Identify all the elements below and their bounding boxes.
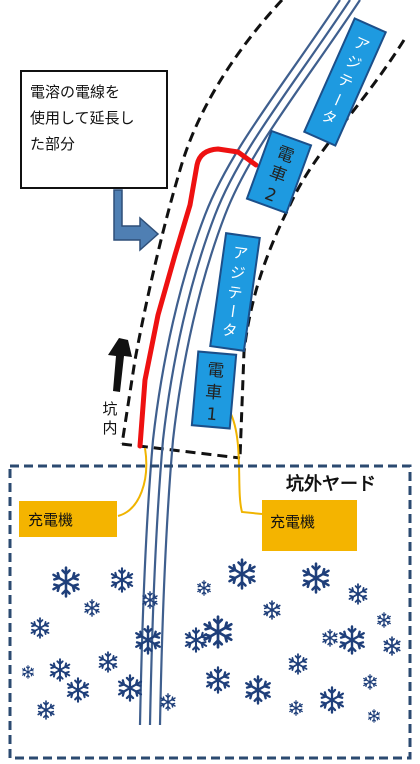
snowflake-icon <box>84 599 100 617</box>
agitator-bottom-char-1: ア <box>232 243 249 263</box>
tunnel-wall-left <box>120 0 284 445</box>
locomotive-1: 電 車 1 <box>190 350 238 430</box>
snowflake-icon <box>363 674 377 690</box>
snowflake-icon <box>367 709 381 723</box>
snowflake-icon <box>160 693 176 711</box>
callout-line-2: 使用して延長し <box>30 109 135 127</box>
agitator-top-char-2: ジ <box>343 52 364 75</box>
snowflake-icon <box>184 627 208 653</box>
snowflake-icon <box>263 600 281 620</box>
snowflake-icon <box>339 625 365 655</box>
agitator-bottom-char-2: ジ <box>229 263 246 283</box>
agitator-top: ア ジ テ ー タ <box>302 17 388 147</box>
agitator-bottom-char-3: テ <box>226 283 243 303</box>
callout-line-1: 電溶の電線を <box>30 83 120 101</box>
snowflake-icon <box>98 651 118 673</box>
charger-right: 充電機 <box>262 500 357 551</box>
locomotive-1-char-2: 車 <box>204 382 223 403</box>
locomotive-2: 電 車 2 <box>245 129 313 215</box>
snowflake-icon <box>302 562 330 594</box>
snowflake-icon <box>110 567 134 593</box>
snowflake-icon <box>37 700 55 720</box>
locomotive-2-char-2: 車 <box>267 163 290 188</box>
snowflake-icon <box>142 591 158 609</box>
snowflake-icon <box>377 612 391 628</box>
yard-border <box>8 464 412 760</box>
snowflake-icon <box>228 558 256 590</box>
snowflake-icon <box>322 629 338 647</box>
agitator-bottom: ア ジ テ ー タ <box>209 232 261 352</box>
yard-title: 坑外ヤード <box>286 473 376 495</box>
agitator-bottom-char-5: タ <box>221 321 238 341</box>
charger-left: 充電機 <box>19 501 117 537</box>
snowflake-icon <box>289 700 303 716</box>
snowflake-icon <box>197 580 211 596</box>
charger-cable-left <box>117 447 148 517</box>
agitator-top-char-4: ー <box>326 89 349 110</box>
snowflake-icon <box>205 666 231 694</box>
callout-line-3: た部分 <box>30 135 75 153</box>
snowflake-icon <box>348 583 368 605</box>
direction-label-char-2: 内 <box>102 419 117 437</box>
locomotive-2-char-1: 電 <box>274 143 297 168</box>
arrow-up-icon <box>108 338 132 392</box>
agitator-top-char-1: ア <box>351 33 372 56</box>
direction-label-char-1: 坑 <box>102 400 117 418</box>
charger-left-label: 充電機 <box>28 511 73 529</box>
snowflake-icon <box>49 658 71 682</box>
agitator-top-char-5: タ <box>319 106 340 129</box>
charger-cables <box>117 411 263 517</box>
rail-2 <box>148 0 351 726</box>
snowflake-icon <box>135 625 161 655</box>
snowflake-icon <box>245 675 271 705</box>
snowflake-icon <box>383 636 401 656</box>
rail-3 <box>158 0 361 726</box>
locomotive-1-char-3: 1 <box>206 404 219 425</box>
snowflake-icon <box>66 677 90 703</box>
agitator-top-char-3: テ <box>335 70 356 93</box>
snowflake-icon <box>30 617 50 639</box>
snowflake-icon <box>21 665 35 679</box>
locomotive-1-char-1: 電 <box>206 360 225 381</box>
snowflake-icon <box>203 615 233 649</box>
charger-right-label: 充電機 <box>270 513 315 531</box>
callout-box: 電溶の電線を 使用して延長し た部分 <box>20 70 168 189</box>
snowflake-icon <box>319 686 345 714</box>
agitator-bottom-char-4: ー <box>222 302 242 319</box>
snowflake-icon <box>288 653 308 675</box>
charger-cable-right <box>229 411 263 515</box>
snowflake-icon <box>52 566 80 598</box>
snow-field <box>21 558 401 723</box>
direction-label: 坑 内 <box>102 400 117 437</box>
snowflake-icon <box>117 674 143 702</box>
callout-pointer-arrow <box>113 189 160 252</box>
extended-cable <box>137 146 259 449</box>
rails <box>138 0 361 726</box>
rail-1 <box>138 0 341 726</box>
